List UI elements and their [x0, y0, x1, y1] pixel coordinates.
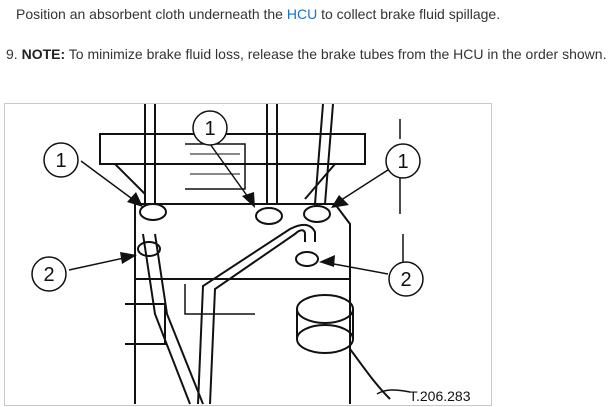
hcu-detail	[184, 284, 255, 315]
motor-top	[296, 294, 354, 324]
tube-nut	[295, 251, 319, 267]
right-bracket	[399, 119, 404, 279]
callout-label: 1	[55, 150, 66, 172]
hcu-block	[134, 203, 351, 280]
hcu-link[interactable]: HCU	[286, 6, 318, 22]
hcu-sides	[134, 279, 351, 404]
note-label: NOTE:	[21, 46, 66, 62]
motor-sides	[296, 309, 354, 339]
brake-tube-right	[314, 104, 334, 205]
brake-tube-centre	[266, 104, 278, 204]
diagram-svg: 1 1 1 2 2 T.206.283	[31, 104, 471, 405]
brake-tube-lower-left	[142, 233, 204, 405]
instruction-text-end: to collect brake fluid spillage.	[317, 6, 501, 22]
arrowhead	[319, 255, 335, 267]
arrowhead	[127, 192, 143, 207]
left-mount	[125, 303, 166, 345]
instruction-line-cloth: Position an absorbent cloth underneath t…	[16, 5, 616, 23]
callout-label: 2	[400, 269, 411, 291]
upper-bracket	[99, 133, 366, 165]
hatch-lines	[190, 153, 240, 175]
callout-circle	[388, 261, 424, 297]
callout-label: 1	[204, 118, 215, 140]
step-9-note: 9. NOTE: To minimize brake fluid loss, r…	[6, 45, 616, 63]
reference-hook	[376, 389, 411, 395]
callout-circle	[43, 142, 79, 178]
leader-line	[209, 143, 254, 205]
instruction-text: Position an absorbent cloth underneath t…	[16, 6, 287, 22]
tube-nut	[137, 241, 161, 257]
tube-nut	[139, 203, 167, 221]
leader-line	[80, 160, 140, 205]
lower-edge	[349, 348, 391, 400]
step-number: 9.	[6, 46, 22, 62]
brake-tube-diagram: 1 1 1 2 2 T.206.283	[4, 103, 492, 406]
callout-label: 2	[43, 264, 54, 286]
callout-label: 1	[397, 151, 408, 173]
brake-tube-left	[144, 104, 156, 204]
tube-nut	[255, 207, 283, 225]
arrowhead	[242, 192, 255, 208]
arrowhead	[120, 252, 137, 264]
arrowhead	[331, 195, 349, 208]
brake-tube-lower-right	[197, 223, 316, 405]
leader-line	[334, 167, 392, 205]
callout-circle	[31, 256, 67, 292]
bracket-support	[114, 163, 336, 200]
note-text: To minimize brake fluid loss, release th…	[65, 46, 607, 62]
figure-reference: T.206.283	[409, 388, 471, 404]
callout-circle	[385, 143, 421, 179]
callout-circle	[192, 110, 228, 146]
motor-bottom	[296, 324, 354, 354]
tube-nut	[303, 205, 331, 223]
